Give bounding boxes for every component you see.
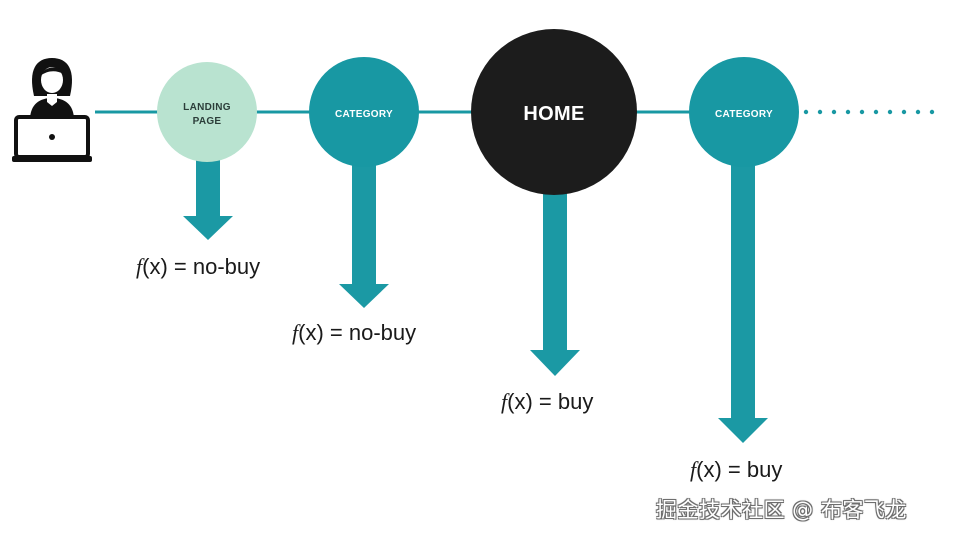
person-with-laptop-icon xyxy=(12,58,92,162)
node-label-line: HOME xyxy=(523,103,584,125)
formula-category-1: f(x) = no-buy xyxy=(292,320,416,345)
formula-rest: (x) = no-buy xyxy=(142,254,260,279)
formula-category-2: f(x) = buy xyxy=(690,457,782,482)
continuation-dot xyxy=(887,109,893,115)
continuation-dot xyxy=(831,109,837,115)
node-label-line: LANDING xyxy=(183,102,231,113)
formula-function: f xyxy=(690,457,699,482)
node-label-line: PAGE xyxy=(193,116,222,127)
continuation-dot xyxy=(817,109,823,115)
continuation-dot xyxy=(845,109,851,115)
arrow-landing xyxy=(183,150,233,240)
continuation-dot xyxy=(803,109,809,115)
continuation-dot xyxy=(915,109,921,115)
arrow-category-2 xyxy=(718,160,768,443)
node-category-1: CATEGORY xyxy=(309,57,419,167)
continuation-dot xyxy=(901,109,907,115)
continuation-dot xyxy=(859,109,865,115)
arrow-home xyxy=(530,180,580,376)
formula-rest: (x) = buy xyxy=(696,457,782,482)
node-label-line: CATEGORY xyxy=(335,109,393,120)
formula-function: f xyxy=(136,254,145,279)
formula-function: f xyxy=(501,389,510,414)
formula-home: f(x) = buy xyxy=(501,389,593,414)
arrow-category-1 xyxy=(339,160,389,308)
watermark: 掘金技术社区 @ 布客飞龙 xyxy=(656,498,907,522)
formula-landing: f(x) = no-buy xyxy=(136,254,260,279)
formula-rest: (x) = buy xyxy=(507,389,593,414)
continuation-dots xyxy=(803,109,935,115)
formula-rest: (x) = no-buy xyxy=(298,320,416,345)
node-home: HOME xyxy=(471,29,637,195)
formula-function: f xyxy=(292,320,301,345)
node-label-line: CATEGORY xyxy=(715,109,773,120)
node-landing-page: LANDING PAGE xyxy=(157,62,257,162)
node-category-2: CATEGORY xyxy=(689,57,799,167)
continuation-dot xyxy=(929,109,935,115)
continuation-dot xyxy=(873,109,879,115)
